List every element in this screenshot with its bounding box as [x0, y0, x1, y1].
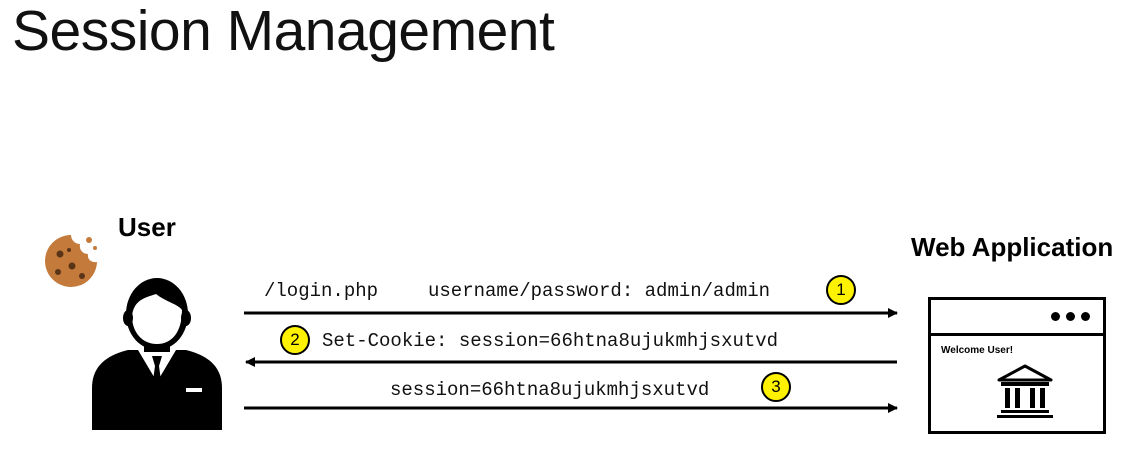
browser-title-bar — [931, 300, 1103, 336]
window-dot-icon — [1051, 312, 1060, 321]
page-title: Session Management — [12, 0, 555, 63]
browser-window: Welcome User! — [928, 297, 1106, 434]
welcome-text: Welcome User! — [941, 345, 1014, 356]
step-3-badge: 3 — [761, 372, 791, 402]
message-1-path: /login.php — [264, 280, 379, 302]
message-1-text: username/password: admin/admin — [428, 280, 771, 302]
message-2-text: Set-Cookie: session=66htna8ujukmhjsxutvd — [322, 330, 779, 352]
user-label: User — [118, 212, 176, 242]
step-2-badge: 2 — [280, 325, 310, 355]
message-3-text: session=66htna8ujukmhjsxutvd — [390, 379, 710, 401]
step-1-badge: 1 — [826, 275, 856, 305]
window-dot-icon — [1066, 312, 1075, 321]
businessman-icon — [92, 278, 222, 430]
cookie-icon — [45, 235, 97, 287]
web-app-label: Web Application — [911, 232, 1114, 262]
window-dot-icon — [1081, 312, 1090, 321]
bank-building-icon — [997, 364, 1053, 418]
